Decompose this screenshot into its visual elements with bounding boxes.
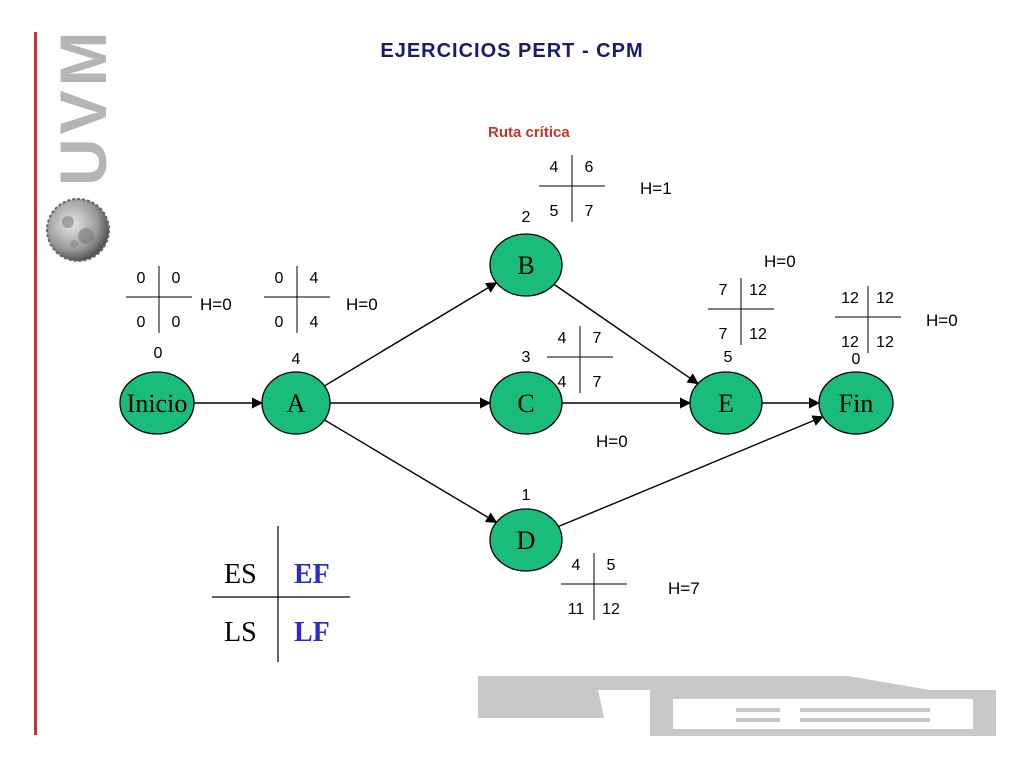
edge-d-fin [558, 415, 824, 528]
time-table-c: 4 7 4 7 3H=0 [522, 326, 628, 451]
slack-label: H=0 [346, 295, 378, 314]
legend-ls: LS [224, 617, 257, 648]
node-label: C [517, 389, 534, 418]
slack-label: H=7 [668, 579, 700, 598]
legend-es: ES [224, 559, 257, 590]
node-b: B [489, 233, 563, 297]
value-es: 7 [719, 282, 728, 299]
legend-table: ES EF LS LF [212, 526, 350, 662]
value-lf: 12 [602, 601, 620, 618]
time-table-b: 4 6 5 7 2 H=1 [522, 155, 672, 226]
node-c: C [489, 371, 563, 435]
node-e: E [689, 371, 763, 435]
value-lf: 7 [585, 203, 594, 220]
page-title: EJERCICIOS PERT - CPM [380, 40, 644, 62]
legend-ef: EF [294, 559, 330, 590]
value-ef: 7 [593, 330, 602, 347]
duration-label: 0 [852, 351, 861, 368]
time-table-d: 4 5 11 12 1H=7 [522, 487, 700, 620]
duration-label: 5 [724, 349, 733, 366]
value-ef: 12 [876, 290, 894, 307]
critical-path-subtitle: Ruta crítica [488, 124, 570, 141]
value-es: 4 [550, 159, 559, 176]
legend-lf: LF [294, 617, 330, 648]
node-label: D [517, 526, 536, 555]
node-label: B [517, 251, 534, 280]
slack-label: H=0 [200, 295, 232, 314]
value-ef: 6 [585, 159, 594, 176]
value-lf: 12 [749, 326, 767, 343]
node-inicio: Inicio [119, 371, 195, 435]
value-es: 4 [558, 330, 567, 347]
duration-label: 0 [154, 345, 163, 362]
slack-label: H=0 [596, 432, 628, 451]
duration-label: 3 [522, 349, 531, 366]
node-label: Inicio [127, 389, 188, 418]
node-label: A [287, 389, 306, 418]
time-table-e: 7 12 7 12 5 H=0 [708, 252, 796, 366]
value-ef: 0 [172, 270, 181, 287]
value-es: 0 [275, 270, 284, 287]
value-ls: 5 [550, 203, 559, 220]
logo-divider-line [34, 32, 37, 735]
duration-label: 2 [522, 209, 531, 226]
node-a: A [261, 371, 331, 435]
value-ef: 4 [310, 270, 319, 287]
value-ls: 0 [275, 314, 284, 331]
edge-a-d [324, 419, 498, 523]
value-ls: 7 [719, 326, 728, 343]
value-es: 4 [572, 557, 581, 574]
value-es: 12 [841, 290, 859, 307]
value-lf: 4 [310, 314, 319, 331]
value-lf: 0 [172, 314, 181, 331]
duration-label: 4 [292, 351, 301, 368]
duration-label: 1 [522, 487, 531, 504]
value-ef: 5 [607, 557, 616, 574]
node-label: E [718, 389, 734, 418]
value-es: 0 [137, 270, 146, 287]
value-ef: 12 [749, 282, 767, 299]
slack-label: H=1 [640, 179, 672, 198]
value-ls: 4 [558, 374, 567, 391]
value-ls: 12 [841, 334, 859, 351]
value-lf: 12 [876, 334, 894, 351]
node-label: Fin [839, 389, 874, 418]
slack-label: H=0 [926, 311, 958, 330]
slack-label: H=0 [764, 252, 796, 271]
moon-globe-icon [46, 198, 110, 262]
edge-b-e [553, 283, 699, 385]
value-ls: 0 [137, 314, 146, 331]
node-fin: Fin [818, 371, 894, 435]
value-ls: 11 [568, 601, 585, 618]
edge-a-b [324, 282, 498, 387]
node-d: D [489, 508, 563, 572]
value-lf: 7 [593, 374, 602, 391]
